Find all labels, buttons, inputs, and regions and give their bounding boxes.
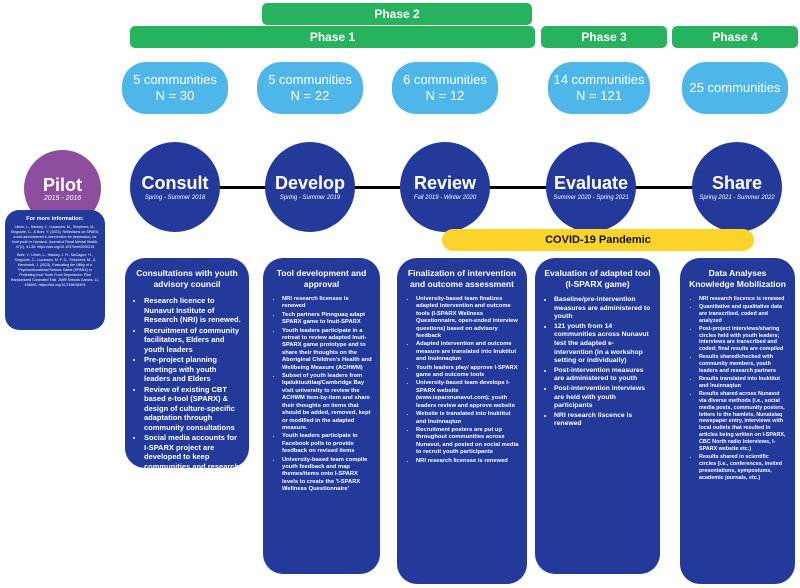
card-item: Baseline/pre-intervention measures are a… [554,296,652,322]
covid-banner: COVID-19 Pandemic [442,229,754,251]
card-item: Adapted intervention and outcome measure… [416,341,519,363]
stage-title: Share [711,173,763,193]
stage-dates: Spring 2021 - Summer 2022 [699,195,775,201]
card-item: Research licence to Nunavut Institute of… [144,296,241,325]
card-item: Results shared across Nunavut via divers… [699,391,787,453]
card-title: Data Analyses Knowledge Mobilization [689,268,786,289]
pill-n: N = 22 [290,88,330,103]
phase-1-label: Phase 1 [309,30,356,44]
stage-dates: Spring - Summer 2018 [144,195,206,201]
stage-circle-share: Share Spring 2021 - Summer 2022 [692,142,782,232]
reference-box: For more information: Litwin, L., Hankey… [5,210,105,330]
reference-heading: For more information: [26,216,84,222]
stage-dates: Spring - Summer 2019 [279,195,341,201]
covid-label: COVID-19 Pandemic [545,234,651,246]
card-item: Post-intervention interviews are held wi… [554,385,652,411]
card-item: 121 youth from 14 communities across Nun… [554,323,652,366]
card-item: Tech partners Pinnguaq adapt SPARX game … [282,312,372,327]
stage-dates: Fall 2019 - Winter 2020 [413,195,477,201]
community-pill: 5 communities N = 22 [257,62,363,114]
phase-3-bar: Phase 3 [541,26,667,48]
phase-4-label: Phase 4 [712,30,758,44]
pill-communities: 5 communities [133,72,217,87]
card-item: Website is translated into Inuktitut and… [416,411,519,426]
stage-title: Review [413,173,477,193]
stage-circle-develop: Develop Spring - Summer 2019 [265,142,355,232]
community-pill: 25 communities [682,62,788,114]
stage-circle-consult: Consult Spring - Summer 2018 [130,142,220,232]
card-item: Post-intervention measures are administe… [554,367,652,384]
phase-3-label: Phase 3 [581,30,627,44]
card-data-analyses: Data Analyses Knowledge Mobilization NRI… [680,258,795,584]
pilot-dates: 2015 - 2016 [43,195,82,202]
reference-2: Bohr, Y., Litwin, L., Hankey, J. R., McC… [10,253,100,287]
phase-1-bar: Phase 1 [130,26,535,48]
stage-dates: Summer 2020 - Spring 2021 [553,195,629,201]
card-evaluation: Evaluation of adapted tool (I-SPARX game… [535,258,660,574]
card-item: Quantitative and qualitative data are tr… [699,304,787,325]
card-finalization: Finalization of intervention and outcome… [397,258,527,584]
community-pill: 6 communities N = 12 [392,62,498,114]
card-item: NRI research liscence is renewed [699,296,787,303]
card-item: NRI research liscence is renewed [554,412,652,429]
card-item: Results shared/checked with community me… [699,354,787,375]
card-item: Results translated into Inuktitut and In… [699,376,787,390]
pill-communities: 14 communities [553,72,645,87]
pill-communities: 25 communities [689,80,781,95]
pill-n: N = 12 [425,88,465,103]
card-item: NRI research licensse is renewed [416,458,519,465]
pill-n: N = 121 [576,88,622,103]
card-item: Post-project interviews/sharing circles … [699,326,787,354]
card-title: Evaluation of adapted tool (I-SPARX game… [544,268,651,289]
card-item: NRI research licensse is renewed [282,296,372,311]
card-item: Youth leaders participate in a retreat t… [282,328,372,372]
community-pill: 5 communities N = 30 [122,62,228,114]
card-item: Social media accounts for I-SPARX projec… [144,433,241,468]
stage-title: Develop [274,173,346,193]
card-item: Youth leaders play/ approve I-SPARX game… [416,365,519,380]
pill-communities: 6 communities [403,72,487,87]
card-title: Finalization of intervention and outcome… [407,268,517,289]
card-item: Subset of youth leaders from Iqaluktuutt… [282,373,372,432]
card-tool-development: Tool development and approval NRI resear… [263,258,380,574]
pilot-title: Pilot [43,175,82,195]
card-item: Pre-project planning meetings with youth… [144,355,241,384]
card-title: Consultations with youth advisory counci… [136,268,238,289]
pill-communities: 5 communities [268,72,352,87]
card-item: Results shared in scientific circles (i.… [699,454,787,482]
card-item: Review of existing CBT based e-tool (SPA… [144,385,241,433]
community-pill: 14 communities N = 121 [548,62,650,114]
stage-title: Consult [141,173,209,193]
stage-title: Evaluate [553,173,629,193]
card-title: Tool development and approval [276,268,367,289]
reference-1: Litwin, L., Hankey, J., Lucassen, M., Sh… [10,225,100,249]
card-item: Recruitment of community facilitators, E… [144,326,241,355]
stage-circle-evaluate: Evaluate Summer 2020 - Spring 2021 [546,142,636,232]
card-item: University-based team compile youth feed… [282,457,372,494]
phase-2-label: Phase 2 [374,7,420,21]
card-item: University-based team develops I-SPARX w… [416,380,519,410]
stage-circle-review: Review Fall 2019 - Winter 2020 [400,142,490,232]
card-item: Recruitment posters are put up throughou… [416,427,519,457]
card-item: Youth leaders participate in Facebook po… [282,433,372,455]
card-item: University-based team finalizes adapted … [416,296,519,340]
phase-2-bar: Phase 2 [262,3,532,25]
card-consultations: Consultations with youth advisory counci… [125,258,249,468]
pill-n: N = 30 [155,88,195,103]
phase-4-bar: Phase 4 [672,26,798,48]
